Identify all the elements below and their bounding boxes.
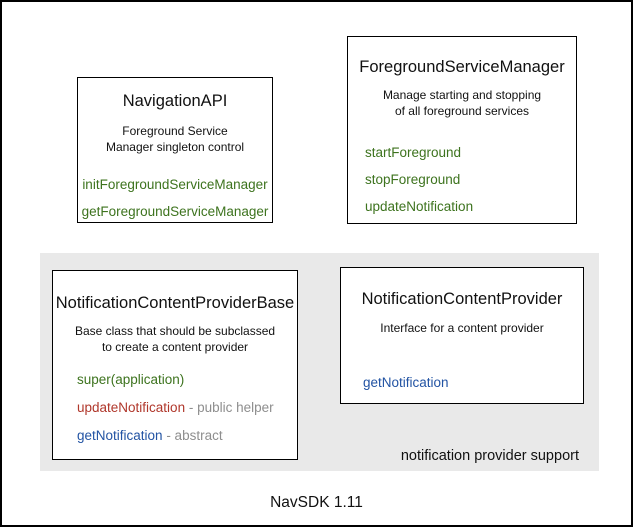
sdk-version-caption: NavSDK 1.11 — [270, 494, 363, 511]
method-line: getForegroundServiceManager — [78, 204, 272, 220]
method-line: startForeground — [365, 145, 576, 161]
method-name: getNotification — [77, 428, 163, 443]
class-box-notification-content-provider: NotificationContentProvider Interface fo… — [340, 267, 584, 404]
class-description: Manage starting and stopping of all fore… — [382, 88, 542, 118]
method-annotation: - public helper — [185, 400, 274, 415]
class-description: Interface for a content provider — [380, 321, 544, 335]
method-name: stopForeground — [365, 172, 461, 187]
class-title: ForegroundServiceManager — [359, 58, 565, 76]
class-title: NavigationAPI — [122, 92, 228, 110]
class-box-foreground-service-manager: ForegroundServiceManager Manage starting… — [347, 36, 577, 224]
class-description: Base class that should be subclassed to … — [74, 324, 276, 354]
method-name: initForegroundServiceManager — [82, 177, 268, 192]
method-name: startForeground — [365, 145, 462, 160]
class-description: Foreground Service Manager singleton con… — [105, 124, 245, 154]
method-list: initForegroundServiceManager getForegrou… — [78, 177, 272, 220]
class-box-notification-content-provider-base: NotificationContentProviderBase Base cla… — [52, 270, 298, 460]
method-name: updateNotification — [365, 199, 474, 214]
method-name: getForegroundServiceManager — [81, 204, 269, 219]
class-box-navigation-api: NavigationAPI Foreground Service Manager… — [77, 77, 273, 223]
class-title: NotificationContentProviderBase — [55, 294, 295, 312]
method-name: super(application) — [77, 372, 185, 387]
method-line: stopForeground — [365, 172, 576, 188]
method-line: updateNotification — [365, 199, 576, 215]
method-name: updateNotification — [77, 400, 186, 415]
method-list: getNotification — [341, 375, 583, 391]
method-line: super(application) — [77, 372, 297, 388]
class-title: NotificationContentProvider — [361, 290, 563, 308]
group-label: notification provider support — [400, 448, 579, 464]
method-line: getNotification — [363, 375, 583, 391]
method-line: updateNotification - public helper — [77, 400, 297, 416]
method-list: startForeground stopForeground updateNot… — [348, 145, 576, 215]
method-line: getNotification - abstract — [77, 428, 297, 444]
method-annotation: - abstract — [162, 428, 223, 443]
method-list: super(application) updateNotification - … — [53, 372, 297, 444]
method-line: initForegroundServiceManager — [78, 177, 272, 193]
method-name: getNotification — [363, 374, 449, 390]
